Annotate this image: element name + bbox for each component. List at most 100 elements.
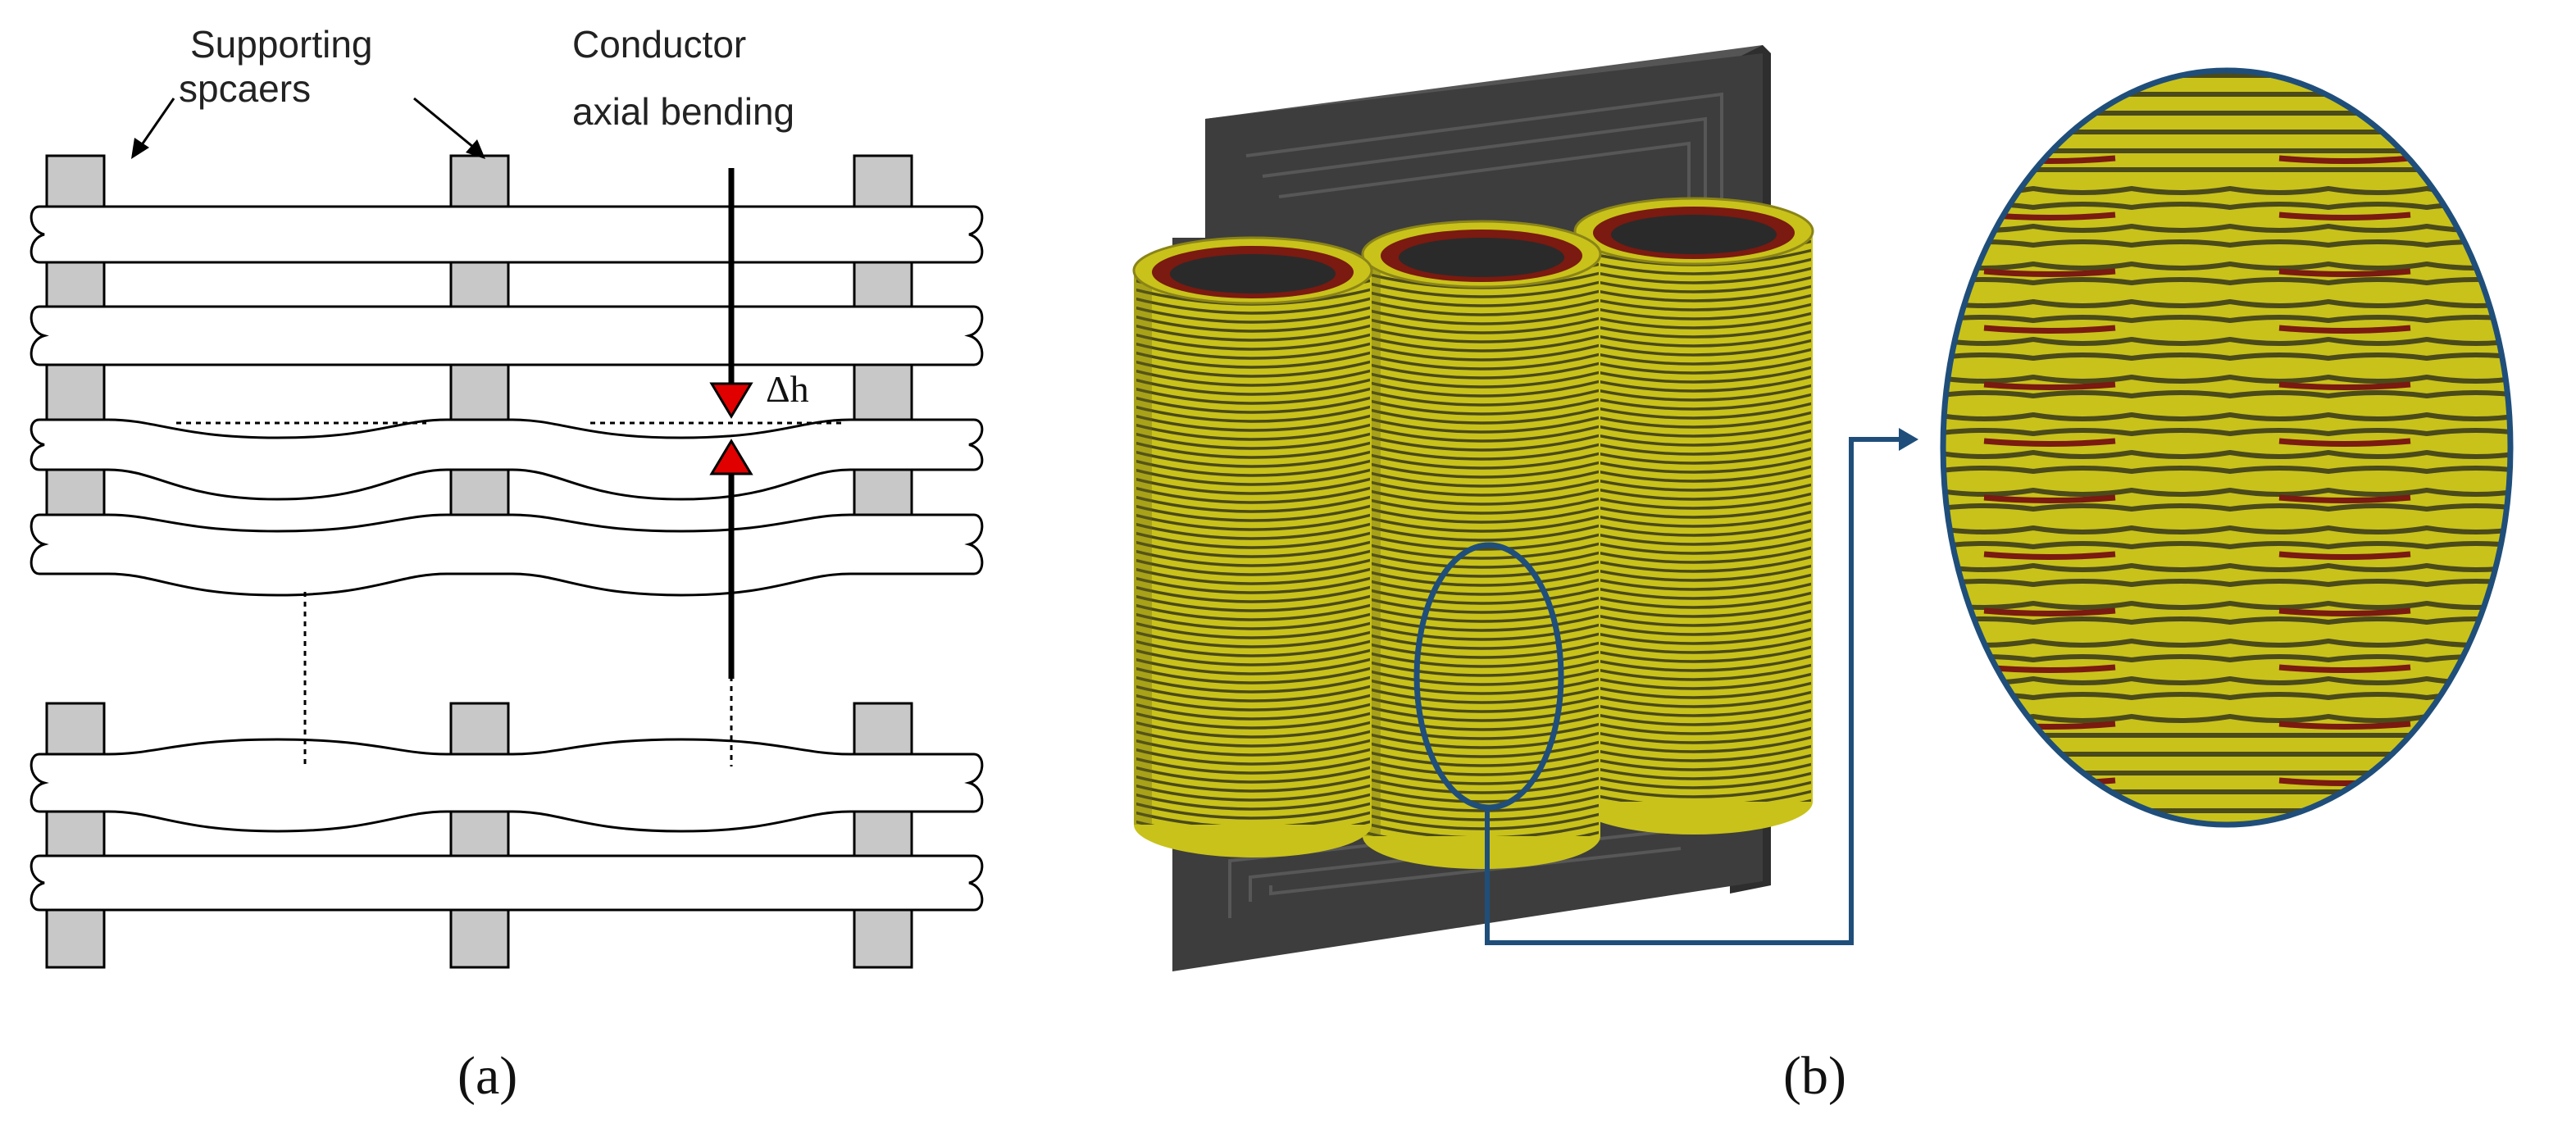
winding-turn-line <box>1136 703 1370 721</box>
zoom-turn-gap <box>1943 541 2510 550</box>
winding-turn-line <box>1365 551 1599 569</box>
winding-turn-line <box>1365 677 1599 695</box>
winding-turn-line <box>1365 470 1599 488</box>
winding-turn-line <box>1365 632 1599 650</box>
zoom-turn-gap <box>1943 185 2510 195</box>
winding-turn-line <box>1577 699 1811 717</box>
winding-turn-line <box>1136 306 1370 324</box>
panel-a-winding-bending-schematic: Supporting spcaers Conductor axial bendi… <box>30 23 984 1106</box>
winding-turn-line <box>1577 690 1811 708</box>
spacer-block <box>853 468 913 516</box>
zoom-insulation-visible <box>1983 155 2116 164</box>
winding-turn-line <box>1365 767 1599 785</box>
zoom-insulation-visible <box>1983 551 2116 560</box>
winding-turn-line <box>1136 459 1370 477</box>
winding-turn-line <box>1577 257 1811 275</box>
zoom-turn-gap <box>1943 223 2510 233</box>
zoom-turn-gap <box>1943 525 2510 534</box>
winding-turn-line <box>1365 713 1599 731</box>
winding-turn-line <box>1365 434 1599 452</box>
winding-turn-line <box>1577 780 1811 798</box>
zoom-insulation-visible <box>2278 438 2411 447</box>
winding-turn-line <box>1577 537 1811 555</box>
winding-turn-line <box>1365 343 1599 362</box>
winding-turn-line <box>1365 398 1599 416</box>
winding-turn-line <box>1365 776 1599 794</box>
spacer-block <box>45 908 106 969</box>
winding-turn-line <box>1577 744 1811 762</box>
zoom-turn-gap <box>1943 298 2510 308</box>
winding-turn-line <box>1136 612 1370 630</box>
winding-turn-line <box>1577 555 1811 573</box>
core-window-steps-top <box>1245 92 1723 205</box>
winding-turn-line <box>1365 407 1599 425</box>
spacer-block <box>449 810 510 857</box>
winding-turn-line <box>1136 387 1370 405</box>
core-window-steps-top-2 <box>1262 116 1707 205</box>
winding-turn-line <box>1365 461 1599 479</box>
winding-turn-line <box>1365 758 1599 776</box>
winding-turns <box>1577 239 1811 802</box>
zoom-connector-arrowhead <box>1899 428 1918 451</box>
winding-turn-line <box>1136 477 1370 495</box>
conductor-turn <box>30 513 984 597</box>
spacer-block <box>853 261 913 308</box>
winding-turn-line <box>1365 479 1599 497</box>
spacer-block <box>45 702 106 756</box>
winding-turn-line <box>1577 420 1811 438</box>
winding-turn-line <box>1577 591 1811 609</box>
winding-turn-line <box>1136 324 1370 342</box>
zoom-insulation-visible <box>2278 494 2411 503</box>
spacer-block <box>45 810 106 857</box>
winding-turn-line <box>1577 501 1811 519</box>
winding-turn-line <box>1577 654 1811 672</box>
winding-turn-line <box>1136 784 1370 802</box>
winding-turn-line <box>1577 600 1811 618</box>
winding-turn-line <box>1577 402 1811 420</box>
zoom-turn-gap <box>1943 600 2510 610</box>
winding-turn-line <box>1136 730 1370 748</box>
zoom-turn-gap <box>1943 487 2510 497</box>
winding-turn-line <box>1365 497 1599 515</box>
zoom-turn-gap <box>1943 638 2510 648</box>
winding-turn-line <box>1365 334 1599 352</box>
zoom-insulation-visible <box>2278 381 2411 390</box>
zoom-insulation-visible <box>1983 325 2116 334</box>
winding-turn-line <box>1136 450 1370 468</box>
winding-turn-line <box>1136 721 1370 739</box>
winding-turns <box>1136 279 1370 825</box>
winding-turn-line <box>1136 441 1370 459</box>
label-conductor-line1: Conductor <box>572 23 746 66</box>
winding-turn-line <box>1577 330 1811 348</box>
winding-turn-line <box>1365 695 1599 713</box>
label-supporting-line2: spcaers <box>179 67 311 110</box>
winding-turn-line <box>1136 621 1370 639</box>
winding-turn-line <box>1136 342 1370 360</box>
winding-turn-line <box>1365 740 1599 758</box>
winding-turn-line <box>1365 569 1599 587</box>
winding-turn-line <box>1365 416 1599 434</box>
winding-turn-line <box>1577 762 1811 780</box>
winding-bottom <box>1363 803 1600 869</box>
winding-turn-line <box>1577 393 1811 411</box>
winding-turn-line <box>1365 425 1599 443</box>
zoom-turn-gap <box>1943 202 2510 211</box>
winding-turn-line <box>1136 513 1370 531</box>
zoom-insulation-visible <box>1983 268 2116 277</box>
spacer-block <box>853 363 913 421</box>
zoom-insulation-visible <box>2278 211 2411 221</box>
winding-turn-line <box>1136 802 1370 820</box>
winding-turn-line <box>1577 429 1811 447</box>
winding-turn-line <box>1577 375 1811 393</box>
winding-turn-line <box>1136 531 1370 549</box>
zoom-insulation-visible <box>1983 607 2116 616</box>
winding-turn-line <box>1365 515 1599 533</box>
zoom-turn-gap <box>1943 374 2510 384</box>
winding-turn-line <box>1577 735 1811 753</box>
winding-turn-line <box>1577 672 1811 690</box>
winding-turn-line <box>1136 684 1370 703</box>
winding-turn-line <box>1577 645 1811 663</box>
zoom-insulation-visible <box>2278 777 2411 786</box>
winding-turn-line <box>1136 540 1370 558</box>
winding-turn-line <box>1577 636 1811 654</box>
